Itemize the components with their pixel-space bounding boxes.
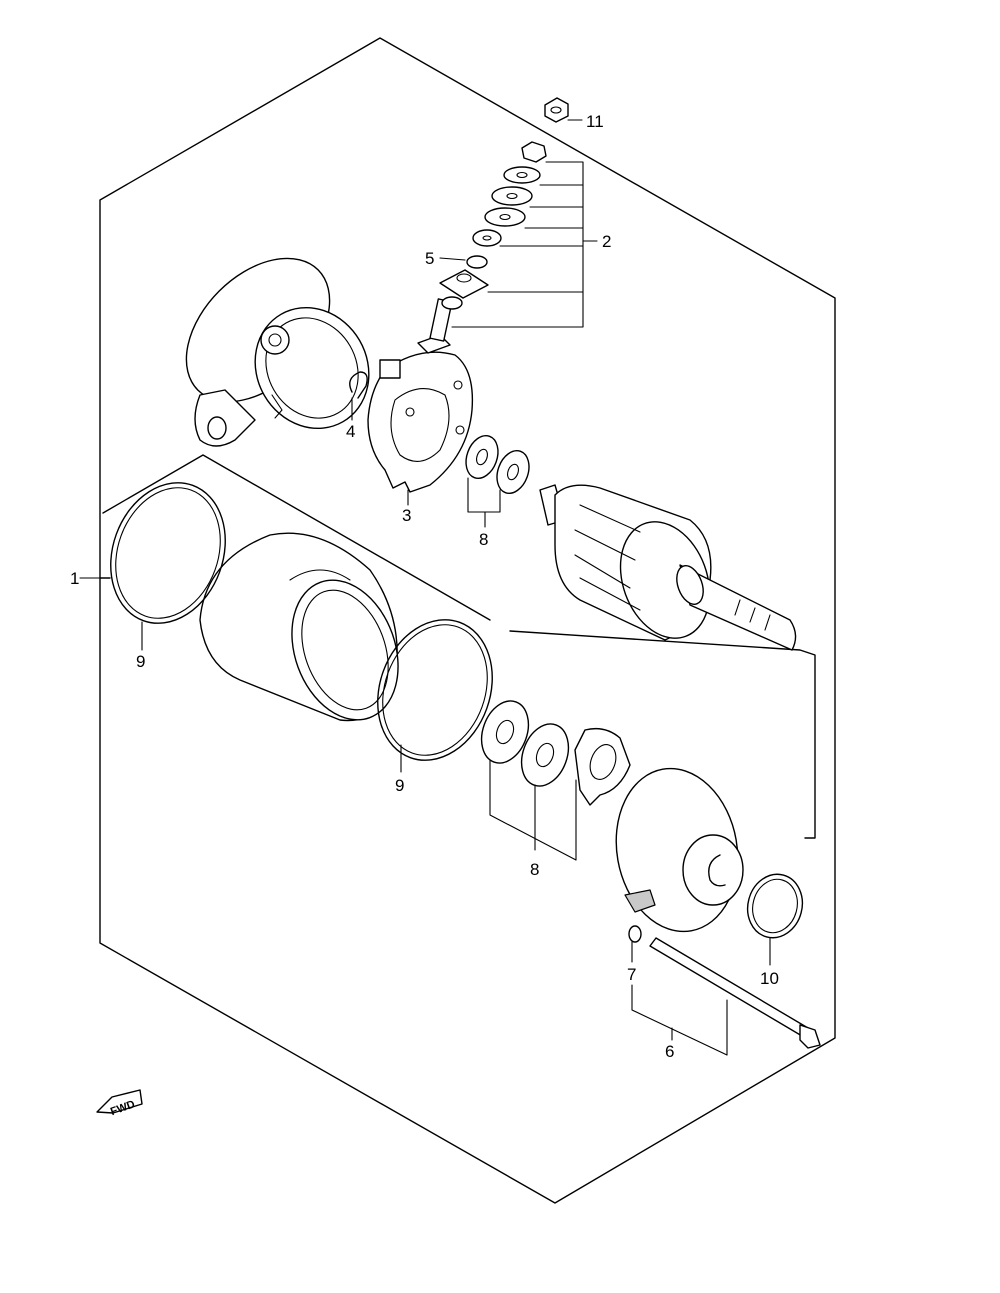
o-ring-9-left <box>110 482 226 624</box>
brush-holder-plate <box>367 351 474 493</box>
callout-2: 2 <box>602 232 611 251</box>
nut-11 <box>544 97 569 123</box>
insulator-block <box>439 269 489 299</box>
callout-5: 5 <box>425 249 434 268</box>
callout-10: 10 <box>760 969 779 988</box>
callout-11: 11 <box>586 112 604 131</box>
o-ring-5 <box>466 255 488 269</box>
armature <box>539 484 797 651</box>
through-bolt <box>649 937 821 1049</box>
assembly-bracket <box>102 454 491 621</box>
fwd-arrow-icon: FWD <box>96 1089 143 1118</box>
yoke-housing <box>199 532 399 722</box>
callout-1: 1 <box>70 569 79 588</box>
thrust-washers-lower <box>480 700 631 806</box>
brush-spring <box>349 371 368 399</box>
o-ring-9-right <box>377 619 493 761</box>
callout-9-left: 9 <box>136 652 145 671</box>
front-housing <box>615 767 744 933</box>
rear-housing <box>185 257 370 447</box>
callout-6: 6 <box>665 1042 674 1061</box>
terminal-washer-stack <box>472 141 547 247</box>
callout-3: 3 <box>402 506 411 525</box>
terminal-bolt <box>417 296 463 354</box>
callout-9-right: 9 <box>395 776 404 795</box>
callout-8-upper: 8 <box>479 530 488 549</box>
callout-7: 7 <box>627 965 636 984</box>
o-ring-10 <box>746 873 804 939</box>
callout-4: 4 <box>346 422 355 441</box>
thrust-washers-upper <box>465 434 530 495</box>
washer-7 <box>628 925 642 943</box>
callout-8-lower: 8 <box>530 860 539 879</box>
diagram-border <box>99 37 836 1204</box>
assembly-bracket-right <box>509 630 816 839</box>
